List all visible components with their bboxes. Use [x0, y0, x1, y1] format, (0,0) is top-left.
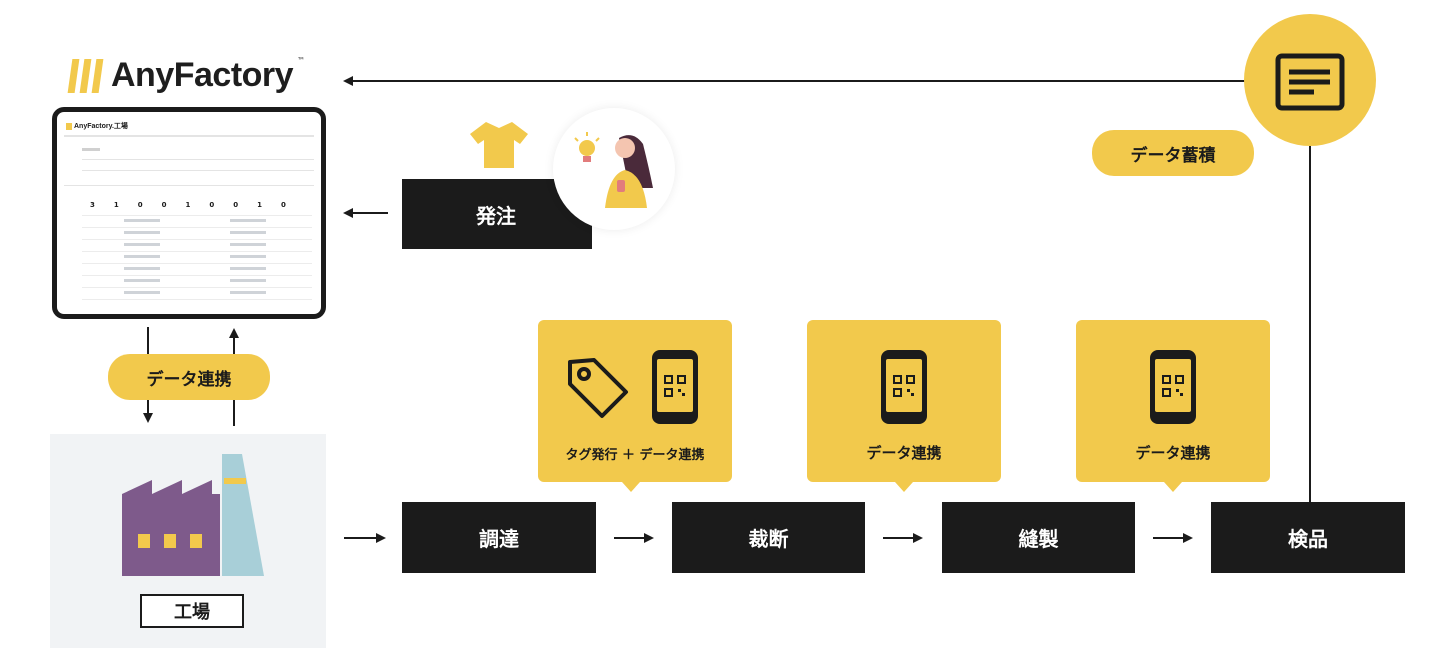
callout-cutting: データ連携	[807, 320, 1001, 482]
process-step-inspection: 検品	[1211, 502, 1405, 573]
cutting-to-sewing-arrow-head	[913, 533, 923, 543]
inspection-to-accumulation-line	[1309, 146, 1311, 502]
callout-cutting-label: データ連携	[866, 444, 942, 462]
data-accumulation-pill: データ蓄積	[1092, 130, 1254, 176]
document-list-icon	[1275, 53, 1345, 111]
factory-icon	[122, 454, 264, 576]
factory-label: 工場	[140, 594, 244, 628]
order-to-app-arrow-head	[343, 208, 353, 218]
data-link-pill: データ連携	[108, 354, 270, 400]
factory-to-app-arrow-head	[229, 328, 239, 338]
callout-tag-issue-label: タグ発行 ＋ データ連携	[565, 448, 705, 463]
procurement-to-cutting-arrow-head	[644, 533, 654, 543]
tshirt-icon	[468, 120, 530, 174]
factory-to-procurement-arrow-head	[376, 533, 386, 543]
callout-sewing: データ連携	[1076, 320, 1270, 482]
anyfactory-logo: AnyFactory ™	[67, 56, 306, 95]
order-person-circle	[553, 108, 675, 230]
process-step-procurement: 調達	[402, 502, 596, 573]
process-step-sewing: 縫製	[942, 502, 1135, 573]
callout-sewing-label: データ連携	[1135, 444, 1211, 462]
procurement-to-cutting-arrow-line	[614, 537, 644, 539]
tablet-status-counts: 3 1 0 0 1 0 0 1 0	[90, 201, 286, 209]
callout-cutting-tail	[895, 482, 913, 492]
app-to-factory-arrow-head	[143, 413, 153, 423]
logo-mark-icon	[67, 58, 104, 93]
callout-tag-issue: タグ発行 ＋ データ連携	[538, 320, 732, 482]
tag-icon	[568, 358, 628, 418]
person-lightbulb-icon	[574, 132, 653, 208]
order-to-app-arrow-line	[352, 212, 388, 214]
data-accumulation-circle	[1244, 14, 1376, 146]
process-step-cutting: 裁断	[672, 502, 865, 573]
cutting-to-sewing-arrow-line	[883, 537, 913, 539]
sewing-to-inspection-arrow-line	[1153, 537, 1183, 539]
sewing-to-inspection-arrow-head	[1183, 533, 1193, 543]
callout-sewing-tail	[1164, 482, 1182, 492]
smartphone-qr-icon	[1150, 350, 1196, 424]
smartphone-qr-icon	[881, 350, 927, 424]
tablet-app-logo: AnyFactory.工場	[66, 121, 128, 131]
tablet-app-screen: AnyFactory.工場 3 1 0 0 1 0 0 1 0	[52, 107, 326, 319]
logo-text: AnyFactory	[111, 56, 294, 94]
callout-tag-issue-tail	[622, 482, 640, 492]
logo-trademark: ™	[297, 56, 306, 65]
feedback-arrow-line	[352, 80, 1246, 82]
factory-to-procurement-arrow-line	[344, 537, 376, 539]
smartphone-qr-icon	[652, 350, 698, 424]
feedback-arrow-head	[343, 76, 353, 86]
